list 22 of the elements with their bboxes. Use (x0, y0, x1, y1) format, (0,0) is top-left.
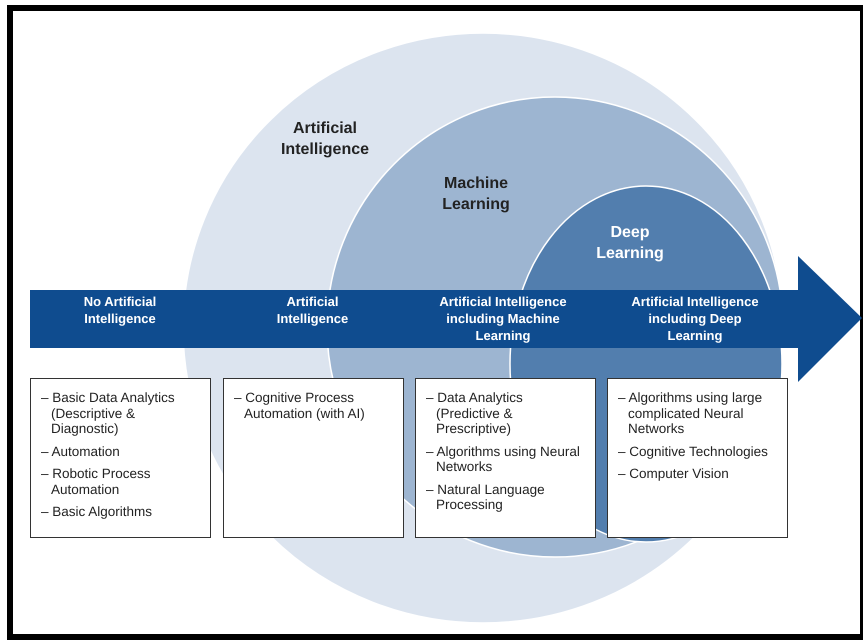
list-item: – Computer Vision (618, 466, 730, 482)
list-box (415, 378, 596, 538)
list-item: – Robotic Process Automation (41, 466, 152, 498)
list-item: – Basic Algorithms (41, 504, 154, 520)
list-item: – Algorithms using Neural Networks (426, 444, 581, 475)
stage-label: No Artificial Intelligence (82, 294, 158, 328)
list-item: – Natural Language Processing (426, 482, 546, 513)
list-box (607, 378, 788, 538)
list-item: – Cognitive Process Automation (with AI) (234, 390, 366, 422)
circle-label: Machine Learning (441, 174, 511, 215)
list-box (223, 378, 404, 538)
circle-label: Deep Learning (595, 223, 665, 264)
list-item: – Basic Data Analytics (Descriptive & Diagnostic) (41, 390, 176, 437)
stage-label: Artificial Intelligence including Machine Learning (438, 294, 568, 345)
circle-label: Artificial Intelligence (280, 119, 370, 160)
stage-label: Artificial Intelligence (276, 294, 350, 328)
list-item: – Cognitive Technologies (618, 444, 769, 460)
list-item: – Data Analytics (Predictive & Prescriptive) (426, 390, 524, 437)
list-item: – Algorithms using large complicated Neural Networks (618, 390, 764, 437)
list-box (30, 378, 211, 538)
list-item: – Automation (41, 444, 121, 460)
stage-label: Artificial Intelligence including Deep Learning (630, 294, 760, 345)
